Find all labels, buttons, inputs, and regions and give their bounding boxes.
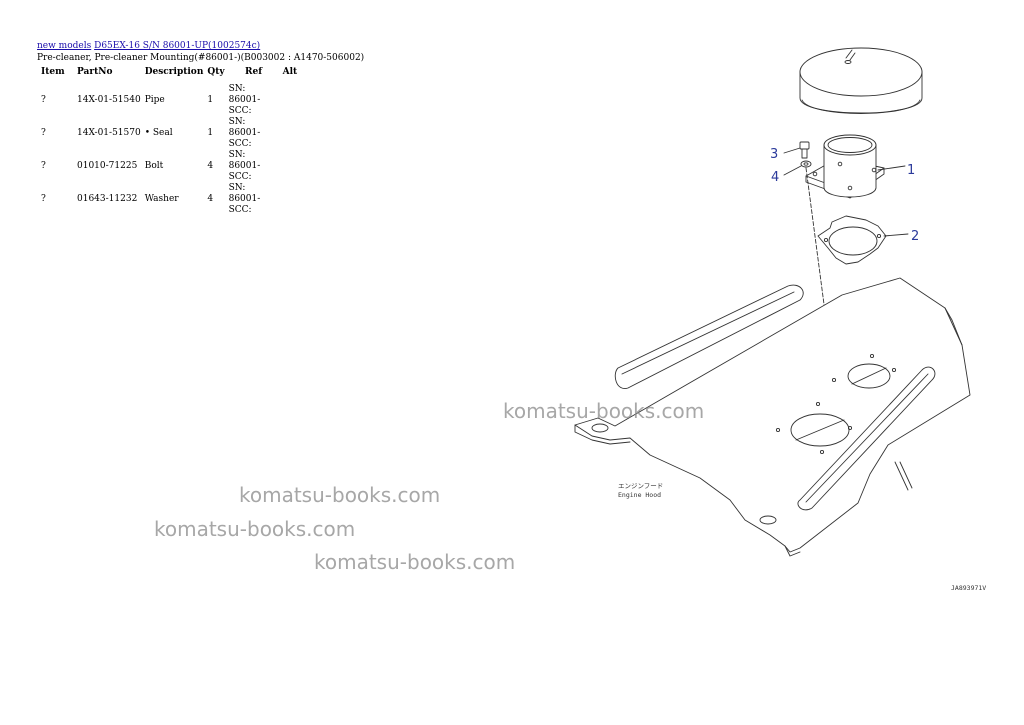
row-partno: 14X-01-51570: [77, 128, 141, 138]
figure-code: JA893971V: [951, 584, 986, 592]
row-qty: 1: [207, 128, 214, 138]
row-alt: [281, 117, 305, 150]
header-description: Description: [144, 67, 204, 77]
row-alt: [281, 84, 305, 117]
pipe-part: [805, 134, 885, 199]
row-qty: 4: [207, 161, 214, 171]
callout-1: 1: [907, 163, 915, 178]
row-partno: 01010-71225: [77, 161, 138, 171]
row-description: Bolt: [144, 161, 164, 171]
header-item: Item: [41, 67, 65, 77]
table-row: ? 01010-71225 Bolt 4 SN: 86001-SCC:: [37, 150, 305, 183]
row-alt: [281, 150, 305, 183]
breadcrumb-link-model[interactable]: D65EX-16 S/N 86001-UP(1002574c): [94, 41, 261, 51]
row-ref: SN: 86001-SCC:: [228, 183, 261, 215]
watermark: komatsu-books.com: [239, 483, 441, 507]
header-partno: PartNo: [77, 67, 113, 77]
table-row: ? 01643-11232 Washer 4 SN: 86001-SCC:: [37, 183, 305, 216]
leader-line-1: [877, 165, 906, 171]
breadcrumb: new models D65EX-16 S/N 86001-UP(1002574…: [37, 40, 260, 52]
engine-hood-label-en: Engine Hood: [618, 491, 661, 499]
washer-part: [800, 160, 812, 168]
page-subtitle: Pre-cleaner, Pre-cleaner Mounting(#86001…: [37, 53, 365, 63]
header-ref: Ref: [245, 67, 263, 77]
engine-hood-label-jp: エンジンフード: [618, 482, 663, 490]
header-alt: Alt: [282, 67, 298, 77]
callout-2: 2: [911, 229, 919, 244]
row-partno: 01643-11232: [77, 194, 138, 204]
row-description: Washer: [144, 194, 179, 204]
leader-line-3: [783, 147, 801, 154]
table-row: ? 14X-01-51570 • Seal 1 SN: 86001-SCC:: [37, 117, 305, 150]
row-alt: [281, 183, 305, 216]
parts-table: Item PartNo Description Qty Ref Alt ? 14…: [37, 66, 305, 216]
header-qty: Qty: [207, 67, 225, 77]
callout-3: 3: [770, 147, 778, 162]
row-description: • Seal: [144, 128, 173, 138]
row-qty: 1: [207, 95, 214, 105]
row-description: Pipe: [144, 95, 165, 105]
pre-cleaner-cap: [799, 47, 923, 114]
row-item: ?: [41, 194, 46, 204]
bolt-part: [799, 141, 810, 159]
breadcrumb-link-new-models[interactable]: new models: [37, 41, 92, 51]
row-ref: SN: 86001-SCC:: [228, 150, 261, 182]
seal-gasket-part: [817, 215, 887, 265]
leader-line-4: [783, 165, 802, 176]
row-item: ?: [41, 161, 46, 171]
watermark: komatsu-books.com: [314, 550, 516, 574]
row-ref: SN: 86001-SCC:: [228, 117, 261, 149]
row-qty: 4: [207, 194, 214, 204]
row-ref: SN: 86001-SCC:: [228, 84, 261, 116]
watermark: komatsu-books.com: [154, 517, 356, 541]
callout-4: 4: [771, 170, 779, 185]
row-partno: 14X-01-51540: [77, 95, 141, 105]
row-item: ?: [41, 128, 46, 138]
row-item: ?: [41, 95, 46, 105]
exploded-parts-diagram: 1 2 3 4 エンジンフード Engine Hood JA893971V: [574, 47, 986, 592]
leader-line-2: [883, 233, 909, 237]
table-row: ? 14X-01-51540 Pipe 1 SN: 86001-SCC:: [37, 84, 305, 117]
watermark: komatsu-books.com: [503, 399, 705, 423]
table-header-row: Item PartNo Description Qty Ref Alt: [37, 66, 305, 84]
engine-hood: [574, 277, 971, 557]
